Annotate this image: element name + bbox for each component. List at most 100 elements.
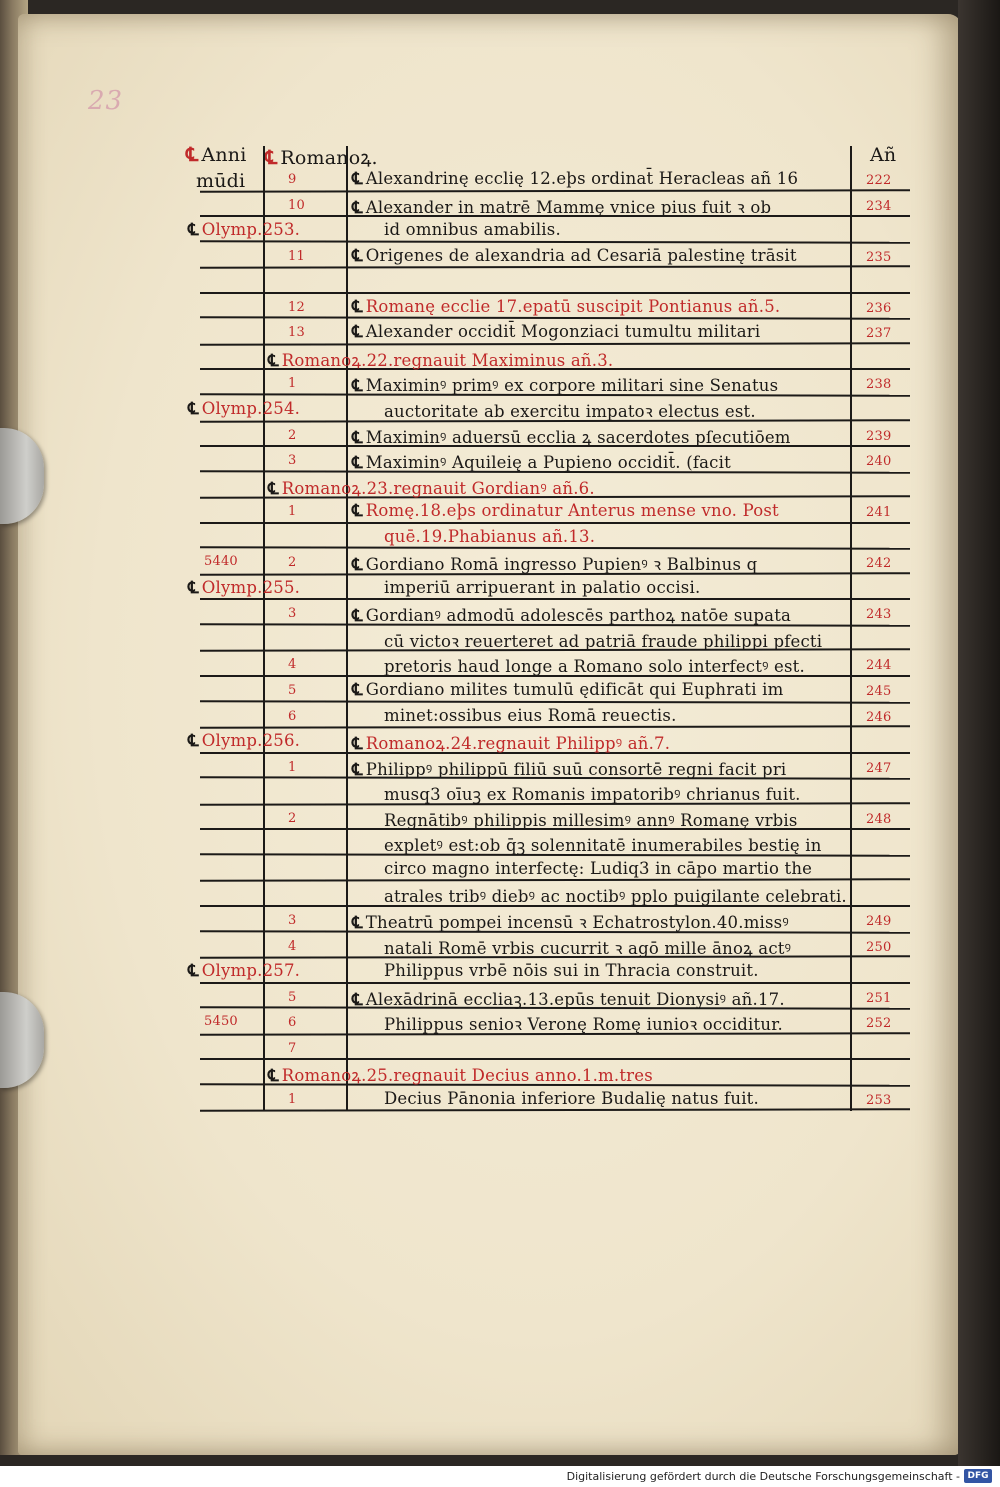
entry-text: imperiū arripuerant in palatio occisi.	[384, 577, 701, 597]
regnal-year: 2	[288, 555, 297, 571]
pilcrow-icon: ℄	[268, 350, 279, 370]
pilcrow-icon: ℄	[352, 734, 363, 754]
entry-text: ℄Origenes de alexandria ad Cesariā pales…	[352, 245, 797, 265]
regnal-year: 3	[288, 606, 297, 622]
entry-text: ℄Gordianꝰ admodū adolescēs parthoꝝ natōe…	[352, 606, 792, 626]
pilcrow-icon: ℄	[352, 501, 363, 521]
regnal-year: 9	[288, 172, 297, 187]
anno-domini: 250	[866, 939, 892, 955]
olympiad-label: ℄Olymp.255.	[188, 577, 301, 597]
regnal-year: 6	[288, 708, 297, 724]
anno-domini: 240	[866, 454, 892, 470]
entry-text: ℄Alexander in matrē Mammę vnice pius fui…	[352, 197, 772, 217]
regnal-year: 4	[288, 938, 297, 954]
header-anni-domini: Añ	[870, 144, 897, 166]
entry-text: auctoritate ab exercitu impatoꝛ electus …	[384, 401, 756, 421]
row-rule	[200, 828, 910, 831]
entry-text: expletꝰ est:ob q̄ꝫ solennitatē inumerabi…	[384, 836, 822, 856]
row-rule	[200, 904, 910, 907]
pilcrow-icon: ℄	[188, 398, 199, 418]
entry-text: pretoris haud longe a Romano solo interf…	[384, 657, 805, 677]
rule-col-regnal	[346, 146, 348, 1112]
pilcrow-icon: ℄	[352, 555, 363, 575]
row-rule	[199, 725, 911, 729]
entry-text: Regnātibꝰ philippis millesimꝰ annꝰ Roman…	[384, 810, 798, 830]
entry-text: ℄Gordiano Romā ingresso Pupienꝰ ꝛ Balbin…	[352, 555, 758, 575]
entry-text: ℄Romanoꝝ.23.regnauit Gordianꝰ añ.6.	[268, 478, 595, 498]
row-rule	[199, 239, 911, 244]
pilcrow-icon: ℄	[265, 147, 278, 169]
entry-text: ℄Alexādrinā eccliaꝫ.13.epūs tenuit Diony…	[352, 989, 785, 1009]
row-rule	[200, 368, 910, 371]
anno-domini: 249	[866, 913, 892, 929]
olympiad-label: ℄Olymp.256.	[188, 731, 301, 751]
row-rule	[200, 291, 910, 294]
entry-text: Decius Pānonia inferiore Budalię natus f…	[384, 1088, 759, 1108]
regnal-year: 1	[288, 504, 297, 520]
digitization-credit: Digitalisierung gefördert durch die Deut…	[566, 1470, 960, 1483]
anno-domini: 241	[866, 505, 892, 521]
book-page	[18, 14, 962, 1455]
anno-domini: 244	[866, 658, 892, 674]
entry-text: ℄Alexander occidit̄ Mogonziaci tumultu m…	[352, 322, 761, 342]
regnal-year: 13	[288, 325, 305, 341]
anno-domini: 236	[866, 300, 892, 316]
anno-domini: 242	[866, 556, 892, 572]
row-rule	[199, 316, 911, 321]
rule-col-mundi	[263, 146, 265, 1112]
anno-domini: 243	[866, 607, 892, 623]
entry-text: ℄Alexandrinę ecclię 12.eþs ordinat̄ Hera…	[352, 169, 799, 188]
regnal-year: 1	[288, 1091, 297, 1107]
regnal-year: 2	[288, 427, 297, 443]
entry-text: ℄Maximinꝰ Aquileię a Pupieno occidit̄. (…	[352, 453, 731, 473]
row-rule	[199, 878, 911, 883]
regnal-year: 6	[288, 1015, 297, 1031]
olympiad-label: ℄Olymp.257.	[188, 961, 301, 981]
entry-text: ℄Maximinꝰ aduersū ecclia ꝝ sacerdotes pſ…	[352, 427, 791, 447]
entry-text: atrales tribꝰ diebꝰ ac noctibꝰ pplo puig…	[384, 887, 847, 907]
pilcrow-icon: ℄	[188, 220, 199, 240]
entry-text: Philippus vrbē nōis sui in Thracia const…	[384, 961, 759, 981]
entry-text: minet:ossibus eius Romā reuectis.	[384, 705, 677, 725]
anno-domini: 245	[866, 684, 892, 699]
row-rule	[200, 751, 910, 754]
olympiad-label: ℄Olymp.254.	[188, 398, 301, 418]
row-rule	[200, 445, 910, 448]
header-mundi: mūdi	[196, 170, 246, 192]
row-rule	[199, 546, 911, 550]
entry-text: ℄Romanoꝝ.24.regnauit Philippꝰ añ.7.	[352, 734, 671, 754]
regnal-year: 12	[288, 299, 305, 315]
row-rule	[200, 1058, 910, 1061]
entry-text: ℄Romanoꝝ.22.regnauit Maximinus añ.3.	[268, 350, 614, 370]
pilcrow-icon: ℄	[352, 453, 363, 473]
anno-domini: 253	[866, 1092, 892, 1108]
dfg-logo: DFG	[964, 1469, 992, 1483]
pilcrow-icon: ℄	[352, 169, 363, 188]
pilcrow-icon: ℄	[352, 989, 363, 1009]
entry-text: cū victoꝛ reuerteret ad patriā fraude ph…	[384, 631, 823, 651]
row-rule	[199, 265, 911, 269]
pilcrow-icon: ℄	[188, 961, 199, 981]
regnal-year: 2	[288, 810, 297, 826]
pilcrow-icon: ℄	[352, 680, 363, 699]
regnal-year: 3	[288, 912, 297, 928]
entry-text: ℄Romę.18.eþs ordinatur Anterus mense vno…	[352, 501, 779, 521]
anno-domini: 246	[866, 709, 892, 725]
regnal-year: 1	[288, 759, 297, 775]
regnal-year: 5	[288, 989, 297, 1005]
pilcrow-icon: ℄	[352, 427, 363, 447]
regnal-year: 11	[288, 248, 305, 264]
regnal-year: 10	[288, 197, 305, 213]
pilcrow-icon: ℄	[352, 197, 363, 217]
anno-domini: 251	[866, 990, 892, 1006]
entry-text: ℄Maximinꝰ primꝰ ex corpore militari sine…	[352, 376, 779, 396]
entry-text: musq3 oīuꝫ ex Romanis impatoribꝰ chrianu…	[384, 785, 801, 805]
row-rule	[199, 188, 911, 193]
entry-text: ℄Theatrū pompei incensū ꝛ Echatrostylon.…	[352, 912, 789, 932]
row-rule	[200, 521, 910, 524]
pilcrow-icon: ℄	[352, 296, 363, 316]
regnal-year: 3	[288, 453, 297, 469]
anno-domini: 234	[866, 198, 892, 214]
entry-text: ℄Romanoꝝ.25.regnauit Decius anno.1.m.tre…	[268, 1066, 653, 1086]
